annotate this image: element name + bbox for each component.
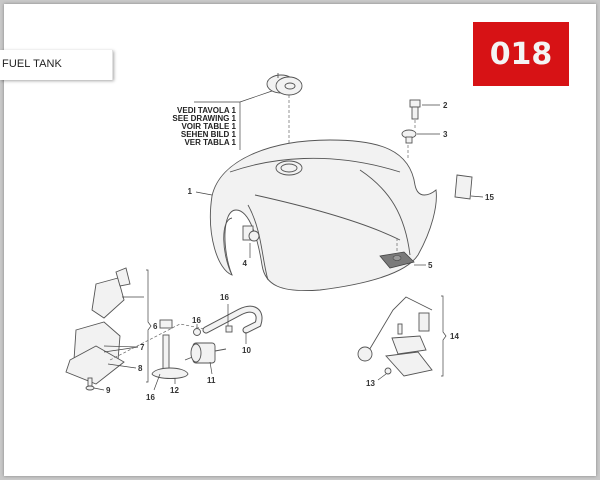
fuel-level-sensor-icon[interactable] xyxy=(357,296,433,377)
callout-8[interactable]: 8 xyxy=(138,364,143,373)
reference-note: VEDI TAVOLA 1 SEE DRAWING 1 VOIR TABLE 1… xyxy=(172,106,236,147)
note-line-fr: VOIR TABLE 1 xyxy=(181,122,236,131)
callout-16-left[interactable]: 16 xyxy=(192,316,201,325)
callout-4[interactable]: 4 xyxy=(243,259,248,268)
callout-2[interactable]: 2 xyxy=(443,101,448,110)
note-line-de: SEHEN BILD 1 xyxy=(181,130,237,139)
callout-14[interactable]: 14 xyxy=(450,332,459,341)
callout-11[interactable]: 11 xyxy=(207,376,216,385)
fuel-hose-icon[interactable] xyxy=(202,305,263,334)
hose-clamp-icon[interactable] xyxy=(193,328,201,336)
fuel-filter-icon[interactable] xyxy=(184,342,227,364)
callout-9[interactable]: 9 xyxy=(106,386,111,395)
fuel-cap-icon[interactable] xyxy=(266,73,303,96)
section-title: FUEL TANK xyxy=(2,58,62,70)
callout-7[interactable]: 7 xyxy=(140,343,145,352)
callout-10[interactable]: 10 xyxy=(242,346,251,355)
washer-icon[interactable] xyxy=(401,129,417,144)
rubber-pad-icon[interactable] xyxy=(379,251,415,269)
note-line-it: VEDI TAVOLA 1 xyxy=(177,106,237,115)
callout-16-bottom[interactable]: 16 xyxy=(146,393,155,402)
callout-5[interactable]: 5 xyxy=(428,261,433,270)
nut-icon[interactable] xyxy=(384,367,392,375)
note-line-en: SEE DRAWING 1 xyxy=(172,114,236,123)
bracket-14 xyxy=(441,295,447,377)
table-number: 018 xyxy=(489,36,553,72)
fuel-outlet-fitting-icon[interactable] xyxy=(242,225,260,242)
section-title-box: FUEL TANK xyxy=(0,50,113,80)
callout-15[interactable]: 15 xyxy=(485,193,494,202)
callout-1[interactable]: 1 xyxy=(188,187,193,196)
note-line-es: VER TABLA 1 xyxy=(184,138,236,147)
reference-leader xyxy=(194,90,273,103)
callout-3[interactable]: 3 xyxy=(443,130,448,139)
bracket-6 xyxy=(146,269,152,383)
callout-12[interactable]: 12 xyxy=(170,386,179,395)
callout-16-top[interactable]: 16 xyxy=(220,293,229,302)
adhesive-label-icon[interactable] xyxy=(454,174,473,200)
fuel-tank-icon[interactable] xyxy=(209,139,437,292)
callout-6[interactable]: 6 xyxy=(153,322,158,331)
table-number-badge: 018 xyxy=(473,22,569,86)
callout-13[interactable]: 13 xyxy=(366,379,375,388)
bracket-icon[interactable] xyxy=(151,319,189,379)
fuel-pump-icon[interactable] xyxy=(65,267,131,385)
screw-icon[interactable] xyxy=(409,99,421,120)
